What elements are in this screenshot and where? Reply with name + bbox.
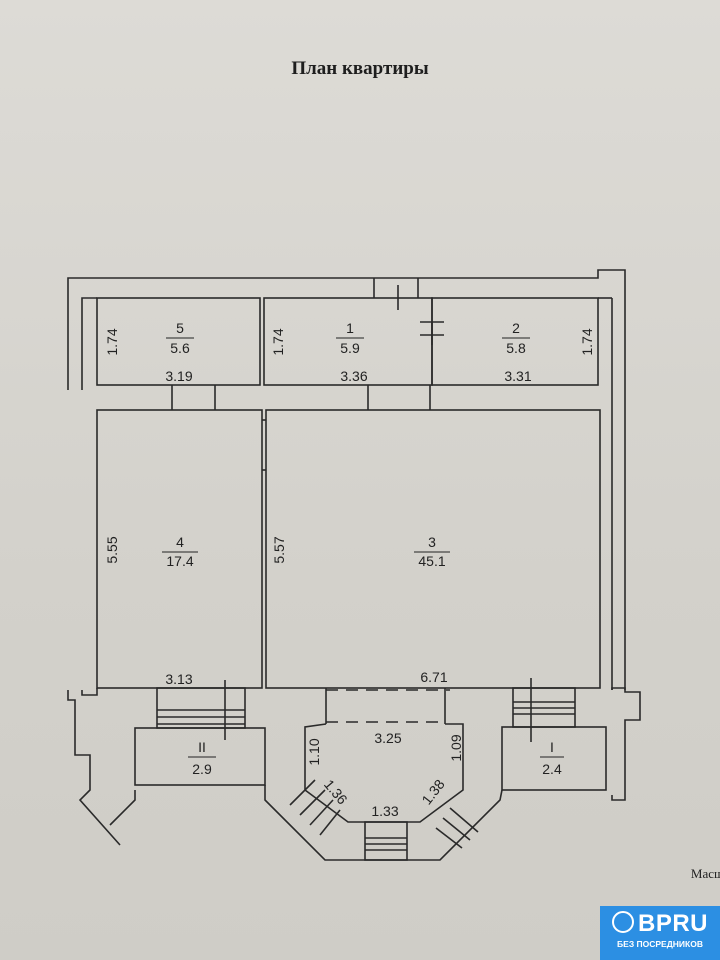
key-logo-icon bbox=[611, 911, 634, 933]
room-2-height: 1.74 bbox=[579, 328, 595, 355]
balcony-I-number: I bbox=[550, 739, 554, 755]
room-5-outline bbox=[96, 297, 261, 386]
watermark-badge: BPRU БЕЗ ПОСРЕДНИКОВ bbox=[600, 906, 720, 960]
room-3-height: 5.57 bbox=[271, 536, 287, 563]
bay-diag-right: 1.38 bbox=[418, 776, 448, 807]
room-5-area: 5.6 bbox=[170, 340, 190, 356]
balcony-I-outline bbox=[501, 726, 607, 791]
room-3-area: 45.1 bbox=[418, 553, 445, 569]
balcony-I-area: 2.4 bbox=[542, 761, 562, 777]
room-2-width: 3.31 bbox=[504, 368, 531, 384]
balcony-II-number: II bbox=[198, 739, 206, 755]
room-1-width: 3.36 bbox=[340, 368, 367, 384]
room-3-width: 6.71 bbox=[420, 669, 447, 685]
bay-front: 1.33 bbox=[371, 803, 398, 819]
room-1-area: 5.9 bbox=[340, 340, 360, 356]
room-5-width: 3.19 bbox=[165, 368, 192, 384]
balcony-II-area: 2.9 bbox=[192, 761, 212, 777]
room-4-width: 3.13 bbox=[165, 671, 192, 687]
bay-width: 3.25 bbox=[374, 730, 401, 746]
room-4-number: 4 bbox=[176, 534, 184, 550]
plan-title: План квартиры bbox=[291, 58, 429, 79]
room-3-outline bbox=[265, 409, 601, 689]
room-1-number: 1 bbox=[346, 320, 354, 336]
room-labels: 5 5.6 3.19 1.74 1 5.9 3.36 1.74 2 5.8 3.… bbox=[104, 320, 595, 819]
scale-label: Масш bbox=[690, 866, 720, 881]
room-2-number: 2 bbox=[512, 320, 520, 336]
room-5-height: 1.74 bbox=[104, 328, 120, 355]
watermark-brand: BPRU bbox=[637, 910, 708, 937]
bay-right: 1.09 bbox=[448, 734, 464, 761]
room-2-area: 5.8 bbox=[506, 340, 526, 356]
room-4-area: 17.4 bbox=[166, 553, 193, 569]
bay-left: 1.10 bbox=[306, 738, 322, 765]
room-3-number: 3 bbox=[428, 534, 436, 550]
room-4-height: 5.55 bbox=[104, 536, 120, 563]
room-1-height: 1.74 bbox=[270, 328, 286, 355]
watermark-tagline: БЕЗ ПОСРЕДНИКОВ bbox=[617, 939, 703, 949]
bay-diag-left: 1.36 bbox=[321, 776, 351, 807]
room-5-number: 5 bbox=[176, 320, 184, 336]
walls bbox=[67, 269, 641, 861]
